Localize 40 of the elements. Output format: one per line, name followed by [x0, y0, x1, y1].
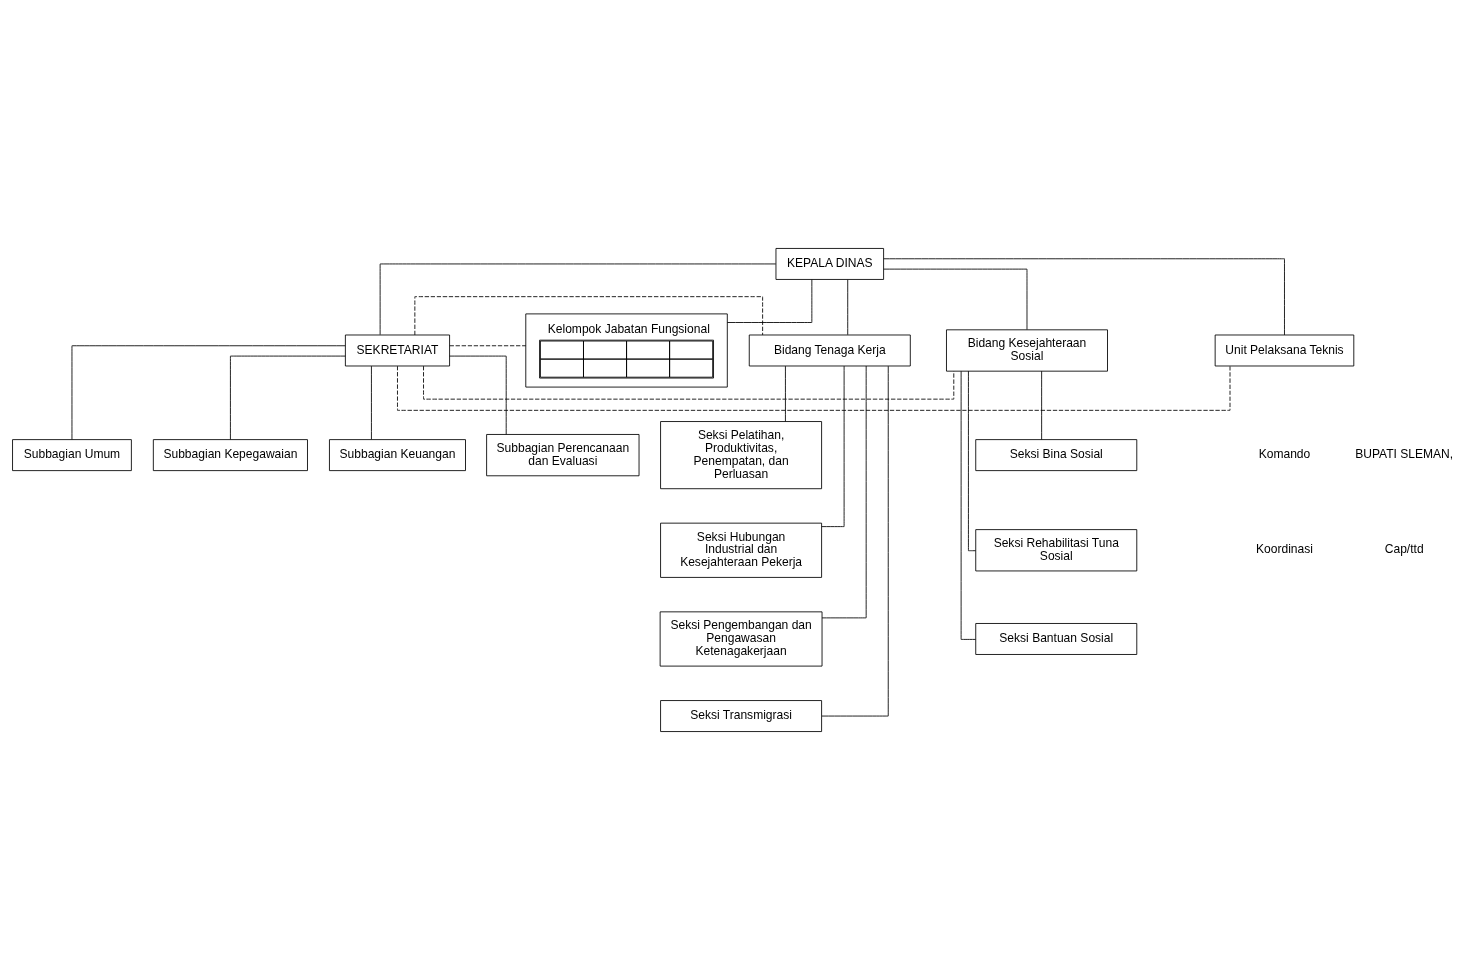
- label: BUPATI SLEMAN,: [1355, 446, 1454, 461]
- node-box: Bidang Tenaga Kerja: [748, 334, 911, 366]
- connector: [1041, 370, 1043, 440]
- node-box: SEKRETARIAT: [344, 334, 450, 366]
- connector: [397, 365, 1231, 411]
- node-box: Seksi Pengembangan dan Pengawasan Ketenagakerjaan: [659, 610, 823, 667]
- node-box: Seksi Rehabilitasi Tuna Sosial: [975, 528, 1138, 571]
- connector: [230, 355, 346, 440]
- connector: [821, 365, 845, 527]
- legend-label: Komando: [1258, 446, 1311, 461]
- node-box: Subbagian Umum: [12, 438, 132, 471]
- node-box: Seksi Transmigrasi: [660, 699, 823, 732]
- node-box: Unit Pelaksana Teknis: [1214, 334, 1355, 366]
- connector: [71, 344, 346, 440]
- legend-label: Koordinasi: [1256, 541, 1313, 556]
- node-box: Subbagian Keuangan: [329, 438, 466, 471]
- connector: [414, 295, 764, 335]
- node-box: Seksi Bantuan Sosial: [975, 622, 1138, 655]
- label: Cap/ttd: [1384, 541, 1424, 556]
- connector: [371, 365, 372, 440]
- connector: [821, 365, 867, 618]
- connector: [883, 257, 1285, 335]
- connector: [968, 370, 977, 551]
- connector: [785, 365, 786, 422]
- connector: [379, 263, 777, 335]
- node-box: Bidang Kesejahteraan Sosial: [946, 328, 1108, 372]
- node-box: Subbagian Perencanaan dan Evaluasi: [486, 433, 640, 476]
- connector: [847, 278, 849, 335]
- node-box: Subbagian Kepegawaian: [152, 438, 308, 471]
- node-box: Kelompok Jabatan Fungsional: [525, 312, 728, 387]
- connector: [423, 365, 955, 400]
- connector: [449, 355, 507, 435]
- connector: [449, 344, 527, 346]
- connector: [726, 278, 813, 323]
- node-box: Seksi Hubungan Industrial dan Kesejahteraan Pekerja: [660, 522, 823, 578]
- node-box: Seksi Pelatihan, Produktivitas, Penempatan, dan Perluasan: [660, 420, 823, 489]
- node-box: Seksi Bina Sosial: [975, 438, 1138, 471]
- connector: [883, 268, 1028, 330]
- connector: [821, 365, 889, 716]
- node-box: KEPALA DINAS: [775, 247, 885, 280]
